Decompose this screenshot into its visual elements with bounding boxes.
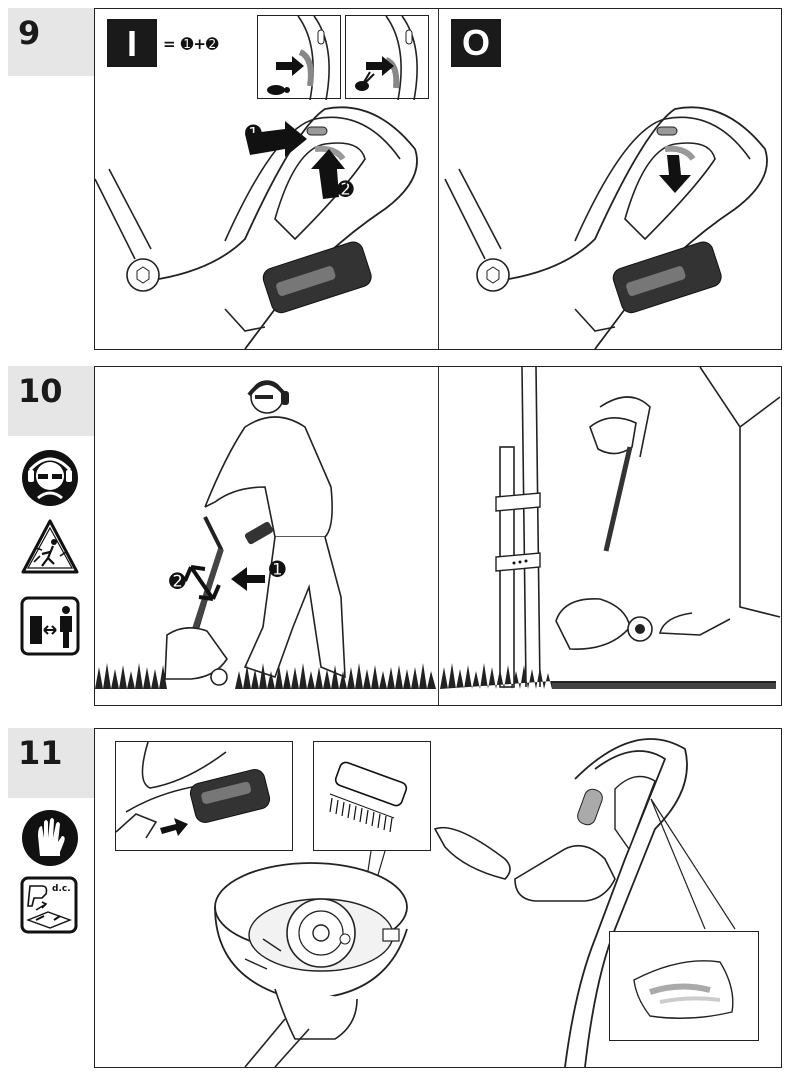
step-number: 11 xyxy=(18,734,63,772)
step-9-panel: I = ➊+➋ O xyxy=(94,8,782,350)
on-equation: = ➊+➋ xyxy=(163,35,219,53)
edging-near-tree-illustration xyxy=(440,366,781,689)
step-tab-10: 10 xyxy=(8,366,94,436)
panel-divider xyxy=(438,367,440,705)
brush-inset xyxy=(313,741,431,851)
callout-2: ➋ xyxy=(337,177,354,201)
protective-gloves-icon xyxy=(22,810,78,866)
rabbit-icon xyxy=(355,81,369,91)
on-symbol: I xyxy=(107,19,157,67)
callout-1: ➊ xyxy=(245,121,262,145)
cleaning-brush-icon xyxy=(329,761,408,833)
dc-label: d.c. xyxy=(52,884,71,894)
fast-speed-inset xyxy=(345,15,429,101)
off-symbol: O xyxy=(451,19,501,67)
step-number: 10 xyxy=(18,372,63,410)
dc-manual-graphic xyxy=(20,876,78,934)
callout-1: ➊ xyxy=(269,557,286,581)
fast-speed-illustration xyxy=(355,15,418,101)
step-tab-11: 11 xyxy=(8,728,94,798)
slow-speed-inset xyxy=(257,15,341,101)
turtle-icon xyxy=(267,85,285,95)
step-tab-9: 9 xyxy=(8,8,94,76)
dc-manual-icon: d.c. xyxy=(20,876,78,934)
eye-ear-protection-icon xyxy=(22,450,78,506)
handle-switch-off-illustration xyxy=(444,106,768,350)
remove-battery-illustration xyxy=(115,741,271,839)
cleaning-cloth-icon xyxy=(633,960,734,1019)
handle-switch-on-illustration xyxy=(94,106,418,350)
remove-battery-inset xyxy=(115,741,293,851)
step-number: 9 xyxy=(18,14,41,52)
cleaning-guard-illustration xyxy=(214,738,736,1068)
step-10-panel: ➊ ➋ xyxy=(94,366,782,706)
slow-speed-illustration xyxy=(267,15,330,101)
cleaning-cloth-inset xyxy=(609,931,759,1041)
thrown-objects-warning-icon xyxy=(21,519,79,574)
keep-distance-icon xyxy=(20,596,80,656)
trimming-operator-illustration xyxy=(95,380,436,689)
panel-divider xyxy=(438,9,440,349)
step-11-panel xyxy=(94,728,782,1068)
callout-2: ➋ xyxy=(169,569,186,593)
